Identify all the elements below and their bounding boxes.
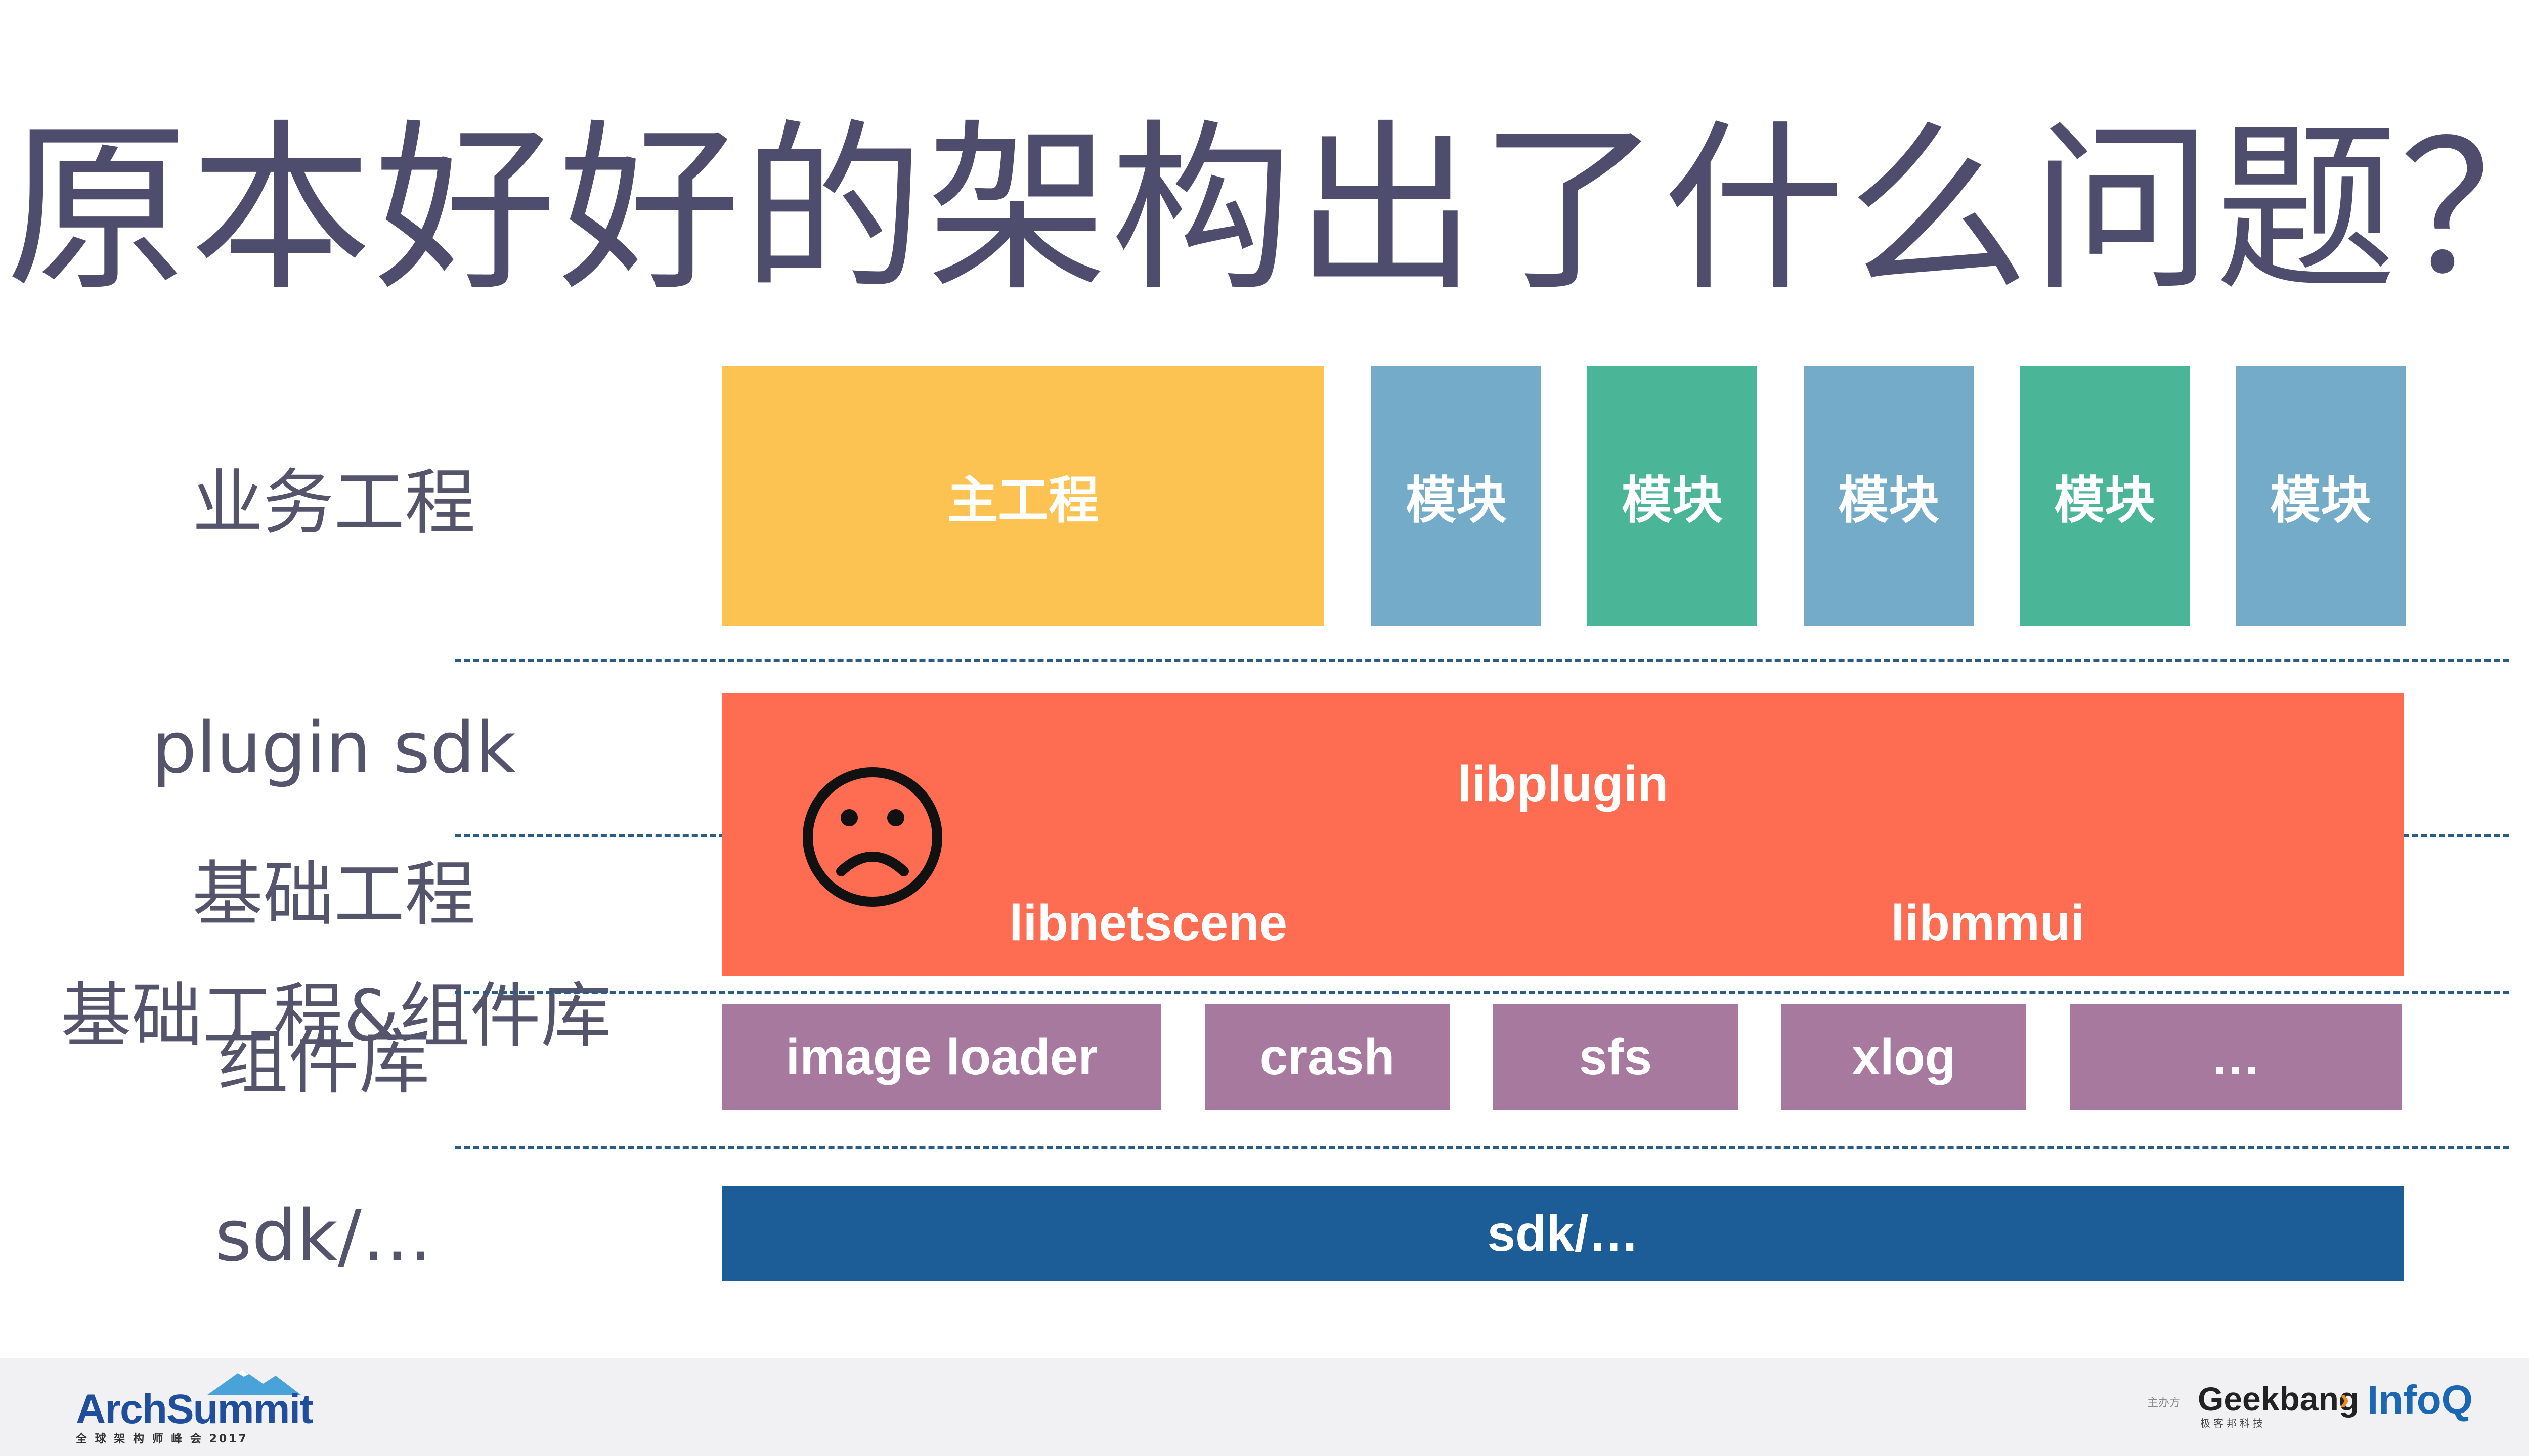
main-project-block: 主工程 xyxy=(722,366,1324,626)
sdk-bar: sdk/… xyxy=(722,1186,2404,1281)
geekbang-logo-text: Geekbang xyxy=(2198,1380,2360,1418)
infoq-logo-text: InfoQ xyxy=(2367,1377,2473,1422)
organizer-label: 主办方 xyxy=(2147,1397,2181,1409)
layer-label-components: 组件库 xyxy=(217,1022,430,1104)
plugin-base-block xyxy=(722,693,2404,976)
module-block: 模块 xyxy=(1371,366,1541,626)
sad-face-icon xyxy=(803,767,942,907)
geekbang-arrow-icon: › xyxy=(2339,1382,2350,1417)
sdk-bar-label: sdk/… xyxy=(1487,1205,1639,1262)
separator-line xyxy=(455,659,2509,662)
slide-title: 原本好好的架构出了什么问题？ xyxy=(6,104,2529,316)
module-label: 模块 xyxy=(1406,471,1507,530)
module-label: 模块 xyxy=(1838,471,1939,530)
module-block: 模块 xyxy=(1587,366,1757,626)
layer-label-base: 基础工程 xyxy=(192,854,476,936)
libplugin-label: libplugin xyxy=(1457,755,1669,812)
component-block: sfs xyxy=(1493,1004,1738,1110)
layer-label-base-components: 基础工程&组件库 xyxy=(61,975,612,1057)
footer-bar xyxy=(0,1358,2529,1456)
module-block: 模块 xyxy=(1804,366,1974,626)
module-label: 模块 xyxy=(2270,471,2371,530)
component-block: … xyxy=(2070,1004,2402,1110)
archsummit-logo-subtitle: 全 球 架 构 师 峰 会 2017 xyxy=(76,1433,248,1445)
component-block: xlog xyxy=(1781,1004,2026,1110)
module-label: 模块 xyxy=(1622,471,1723,530)
component-block: crash xyxy=(1205,1004,1450,1110)
geekbang-logo-subtitle: 极客邦科技 xyxy=(2200,1417,2266,1429)
archsummit-logo-text: ArchSummit xyxy=(76,1386,314,1432)
layer-label-plugin-sdk: plugin sdk xyxy=(152,707,516,789)
component-block: image loader xyxy=(722,1004,1161,1110)
mountain-logo-icon xyxy=(207,1370,301,1395)
module-block: 模块 xyxy=(2020,366,2190,626)
libmmui-label: libmmui xyxy=(1891,894,2085,951)
separator-line xyxy=(455,991,2509,994)
module-label: 模块 xyxy=(2054,471,2155,530)
libnetscene-label: libnetscene xyxy=(1009,894,1288,951)
separator-line xyxy=(455,1146,2509,1149)
component-label: crash xyxy=(1259,1028,1395,1085)
module-block: 模块 xyxy=(2236,366,2406,626)
main-project-label: 主工程 xyxy=(947,471,1099,530)
layer-label-sdk: sdk/… xyxy=(214,1195,433,1277)
component-label: … xyxy=(2210,1028,2261,1085)
layer-label-business: 业务工程 xyxy=(192,462,476,544)
component-label: xlog xyxy=(1852,1028,1956,1085)
component-label: image loader xyxy=(786,1028,1098,1085)
component-label: sfs xyxy=(1579,1028,1652,1085)
